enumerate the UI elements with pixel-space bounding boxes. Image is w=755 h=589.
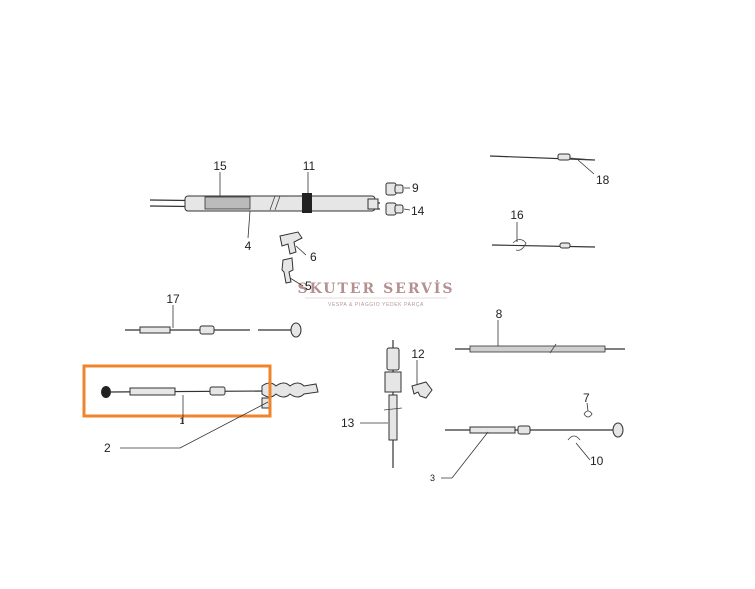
callout-labels: 15 11 9 14 4 6 5 17 18 16 8 12 13 2 7 10… xyxy=(104,159,610,483)
cable-assembly-4 xyxy=(149,193,381,213)
watermark-title: SKUTER SERVİS xyxy=(297,278,454,297)
callout-18: 18 xyxy=(596,173,610,187)
callout-9: 9 xyxy=(412,181,419,195)
callout-3: 3 xyxy=(430,473,435,483)
clip-6 xyxy=(279,231,303,255)
callout-10: 10 xyxy=(590,454,604,468)
callout-1: 1 xyxy=(179,416,184,426)
watermark: SKUTER SERVİS VESPA & PIAGGIO YEDEK PARÇ… xyxy=(297,278,454,308)
nipple-14 xyxy=(385,202,404,216)
callout-6: 6 xyxy=(310,250,317,264)
cable-2 xyxy=(101,382,319,409)
cable-18 xyxy=(489,153,596,161)
cable-8 xyxy=(455,343,625,354)
nipple-9 xyxy=(385,182,404,196)
cable-assembly-13 xyxy=(383,340,403,468)
callout-17: 17 xyxy=(166,292,180,306)
highlight-box xyxy=(82,364,272,418)
leader-lines xyxy=(120,159,595,479)
callout-11: 11 xyxy=(303,159,316,173)
callout-15: 15 xyxy=(213,159,227,173)
bracket-12 xyxy=(411,381,433,399)
callout-4: 4 xyxy=(245,239,252,253)
callout-2: 2 xyxy=(104,441,111,455)
callout-7: 7 xyxy=(583,391,590,405)
clip-10 xyxy=(567,435,581,441)
callout-14: 14 xyxy=(411,204,425,218)
cable-17 xyxy=(125,322,302,338)
cable-16 xyxy=(491,239,596,251)
cable-3 xyxy=(445,422,624,438)
callout-12: 12 xyxy=(411,347,425,361)
callout-16: 16 xyxy=(510,208,524,222)
adjuster-5 xyxy=(281,257,294,284)
callout-5: 5 xyxy=(305,279,312,293)
clip-7 xyxy=(583,410,593,418)
callout-13: 13 xyxy=(341,416,355,430)
callout-8: 8 xyxy=(496,307,503,321)
watermark-subtitle: VESPA & PIAGGIO YEDEK PARÇA xyxy=(328,302,424,308)
